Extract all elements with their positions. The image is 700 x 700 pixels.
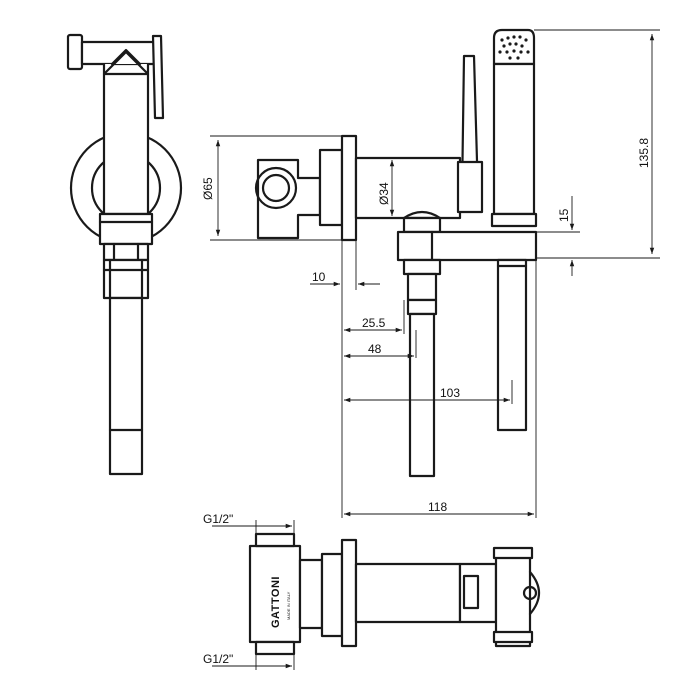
top-holder-cap — [492, 546, 534, 560]
side-flange — [340, 134, 358, 242]
dim-d34: Ø34 — [377, 182, 391, 205]
top-neck — [298, 558, 324, 630]
top-escutcheon — [320, 552, 344, 638]
side-lever-base — [456, 160, 484, 214]
dim-w118: 118 — [428, 500, 447, 514]
side-hose — [408, 312, 436, 478]
side-valve-port-outer — [254, 166, 298, 210]
front-handle — [102, 72, 150, 216]
top-thread-bottom — [254, 640, 296, 656]
top-body — [354, 562, 462, 624]
side-connector-b — [406, 272, 438, 302]
side-main-body — [354, 156, 462, 220]
dim-w103: 103 — [440, 386, 460, 400]
side-spray-top — [492, 28, 536, 66]
side-spray-body — [492, 62, 536, 216]
front-lever — [151, 34, 165, 120]
top-thread-top — [254, 532, 296, 548]
brand-subtext: MADE IN ITALY — [286, 591, 291, 620]
front-hose — [108, 296, 144, 476]
dim-w10: 10 — [312, 270, 326, 284]
dim-w25: 25.5 — [362, 316, 386, 330]
top-lever-detail — [462, 574, 480, 610]
top-flange — [340, 538, 358, 648]
front-head-cap — [66, 33, 84, 71]
side-spray-stem — [496, 258, 528, 432]
front-holder-clip — [102, 242, 150, 262]
side-spray-ring — [490, 212, 538, 228]
front-holder — [98, 212, 154, 246]
top-valve-body — [248, 544, 302, 644]
side-connector-a — [402, 258, 442, 276]
front-head-cone — [102, 50, 150, 76]
brand-stamp: GATTONI — [270, 576, 282, 628]
side-connector-c — [406, 298, 438, 316]
dim-thread-bottom: G1/2" — [203, 652, 233, 666]
top-holder-base — [492, 630, 534, 644]
front-view — [66, 33, 183, 476]
dim-h135: 135.8 — [637, 138, 651, 168]
side-spray-holes — [498, 35, 530, 60]
side-valve-port-inner — [261, 173, 291, 203]
side-escutcheon — [318, 148, 344, 227]
top-holder-pin — [522, 585, 538, 601]
side-nozzle-curve — [402, 210, 442, 220]
dim-w48: 48 — [368, 342, 382, 356]
side-holder-arm — [396, 230, 538, 262]
front-head-ridge — [110, 48, 142, 66]
dim-d65: Ø65 — [201, 177, 215, 200]
dim-thread-top: G1/2" — [203, 512, 233, 526]
top-view: GATTONI MADE IN ITALY G1/2" G1/2" — [203, 512, 541, 670]
front-hose-connector — [102, 258, 150, 300]
side-nozzle — [402, 216, 442, 234]
side-view: Ø65 Ø34 135.8 15 10 25.5 48 103 — [201, 28, 660, 518]
dim-h15: 15 — [557, 208, 571, 222]
top-holder-clip — [528, 570, 541, 616]
